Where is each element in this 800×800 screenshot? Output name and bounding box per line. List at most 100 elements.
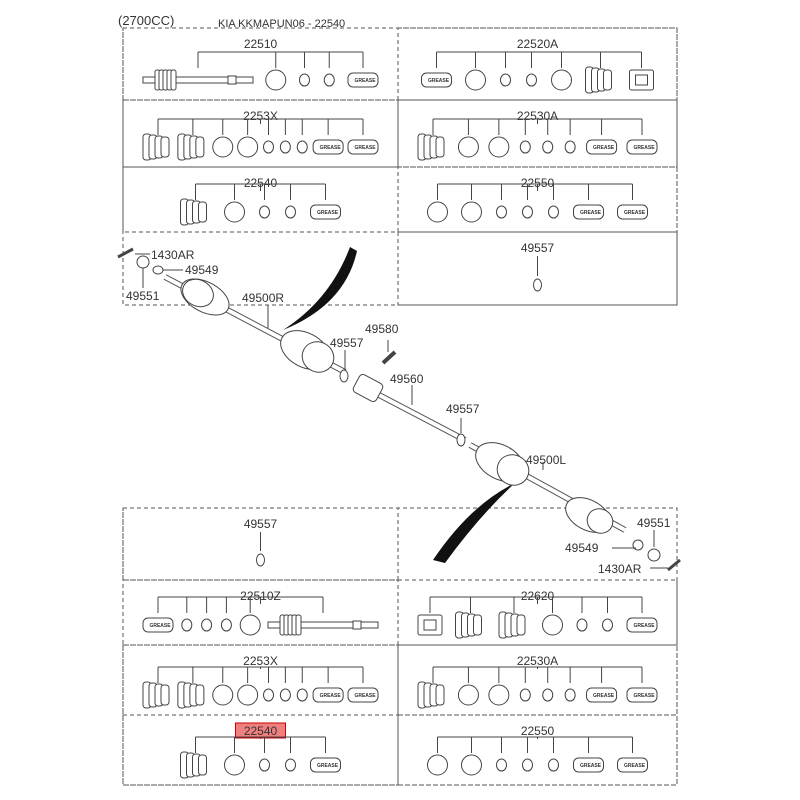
svg-text:GREASE: GREASE [149, 623, 171, 629]
kit-label[interactable]: 22550 [521, 176, 555, 190]
kit-box [397, 99, 678, 168]
kit-box [397, 579, 678, 646]
label-49500R: 49500R [242, 291, 284, 305]
label-49500L: 49500L [526, 453, 566, 467]
circle-large-icon [461, 201, 482, 223]
ring-icon [496, 205, 507, 219]
ring-icon [259, 205, 270, 219]
kit-box [397, 27, 678, 101]
ring-icon [259, 758, 270, 772]
engine-label: (2700CC) [118, 13, 174, 28]
kit-label[interactable]: 2253X [243, 654, 278, 668]
circle-large-icon [427, 201, 448, 223]
kit-22520A[interactable]: 22520A GREASE [397, 27, 678, 101]
kit-label[interactable]: 22510 [244, 37, 278, 51]
ring-icon [542, 140, 554, 154]
label-49560: 49560 [390, 372, 424, 386]
svg-text:GREASE: GREASE [633, 623, 655, 629]
grease-icon: GREASE [626, 139, 658, 155]
circle-large-icon [542, 614, 563, 636]
kit-49557[interactable]: 49557 [122, 507, 399, 581]
snap-ring-icon [533, 278, 542, 292]
label-49580: 49580 [365, 322, 399, 336]
ring-icon [296, 140, 308, 154]
circle-large-icon [239, 614, 261, 636]
boot-icon [498, 611, 526, 639]
grease-icon: GREASE [586, 687, 618, 703]
kit-box [122, 644, 399, 716]
grease-icon: GREASE [617, 757, 648, 773]
boot-icon [180, 198, 207, 226]
kit-49557[interactable]: 49557 [397, 231, 678, 306]
ring-icon [522, 205, 533, 219]
circle-large-icon [212, 136, 234, 158]
kit-box [397, 231, 678, 306]
kit-label[interactable]: 22620 [521, 589, 555, 603]
label-49551-left: 49551 [637, 516, 671, 530]
svg-text:GREASE: GREASE [580, 210, 602, 216]
circle-large-icon [551, 69, 572, 91]
label-49551-right: 49551 [126, 289, 160, 303]
drive-shaft-assembly: 1430AR 49551 49549 49500R 49557 49580 49… [117, 247, 681, 576]
break-mark-top [283, 247, 357, 330]
svg-text:GREASE: GREASE [624, 763, 646, 769]
ring-icon [279, 688, 291, 702]
boot-icon [177, 133, 205, 161]
grease-icon: GREASE [626, 687, 658, 703]
label-1430AR-right: 1430AR [151, 248, 195, 262]
boot-icon [417, 681, 445, 709]
kit-label[interactable]: 22540 [244, 176, 278, 190]
inner-boot-right [280, 330, 335, 373]
svg-text:GREASE: GREASE [320, 145, 342, 151]
svg-text:GREASE: GREASE [624, 210, 646, 216]
circle-large-icon [224, 754, 245, 776]
kit-box [122, 714, 399, 786]
svg-text:GREASE: GREASE [320, 693, 342, 699]
break-mark-bottom [433, 483, 515, 563]
grease-icon: GREASE [312, 687, 344, 703]
ring-icon [279, 140, 291, 154]
bolt-icon [117, 247, 134, 259]
circle-large-icon [457, 684, 479, 706]
kit-label[interactable]: 22550 [521, 724, 555, 738]
kit-2253X[interactable]: 2253X GREASE GREASE [122, 644, 399, 716]
kit-label[interactable]: 49557 [244, 517, 278, 531]
label-49549-left: 49549 [565, 541, 599, 555]
shaft-icon [142, 69, 254, 91]
label-49557-2: 49557 [446, 402, 480, 416]
kit-label[interactable]: 22540 [244, 724, 278, 738]
grease-icon: GREASE [312, 139, 344, 155]
ring-icon [285, 758, 296, 772]
svg-text:GREASE: GREASE [593, 145, 615, 151]
kit-label[interactable]: 49557 [521, 241, 555, 255]
grease-icon: GREASE [310, 757, 341, 773]
circle-large-icon [457, 136, 479, 158]
kit-box [122, 507, 399, 581]
boot-icon [177, 681, 205, 709]
circle-large-icon [212, 684, 234, 706]
cv-joint-icon [629, 69, 654, 91]
ring-icon [181, 618, 193, 632]
ring-icon [201, 618, 213, 632]
svg-text:GREASE: GREASE [354, 145, 376, 151]
label-49549-right: 49549 [185, 263, 219, 277]
svg-text:GREASE: GREASE [633, 145, 655, 151]
kit-22530A[interactable]: 22530A GREASE GREASE [397, 644, 678, 716]
svg-text:GREASE: GREASE [428, 78, 450, 84]
boot-icon [180, 751, 207, 779]
ring-icon [263, 688, 274, 702]
grease-icon: GREASE [347, 687, 379, 703]
kit-label[interactable]: 22530A [517, 654, 558, 668]
circle-large-icon [427, 754, 448, 776]
kit-label[interactable]: 22520A [517, 37, 558, 51]
